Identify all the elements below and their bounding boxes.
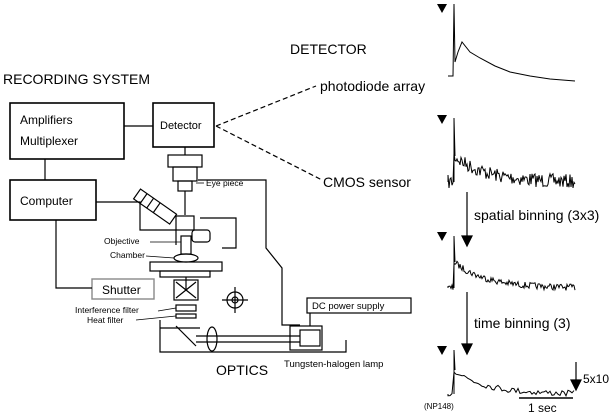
cmos-sensor-label: CMOS sensor xyxy=(323,174,411,190)
amplifiers-multiplexer-box xyxy=(9,102,125,160)
shutter-label: Shutter xyxy=(102,283,141,297)
stimulus-marker-4 xyxy=(437,346,447,355)
dc-power-supply-label: DC power supply xyxy=(312,301,385,312)
trace-spatial-binned xyxy=(447,260,576,292)
recording-system-heading: RECORDING SYSTEM xyxy=(3,71,150,87)
photodiode-array-label: photodiode array xyxy=(320,78,425,94)
amplitude-scale-label: 5x10-3 xyxy=(583,370,609,386)
optics-heading: OPTICS xyxy=(216,362,268,378)
trace3-spike xyxy=(453,235,456,288)
objective-label: Objective xyxy=(104,236,140,246)
chamber-label: Chamber xyxy=(110,250,145,260)
time-binning-label: time binning (3) xyxy=(474,315,571,331)
microscope xyxy=(132,147,347,353)
trace4-spike xyxy=(453,349,456,394)
time-scale-label: 1 sec xyxy=(528,401,557,415)
detector-heading: DETECTOR xyxy=(290,41,367,57)
computer-box xyxy=(9,179,97,221)
multiplexer-label: Multiplexer xyxy=(20,134,78,148)
stimulus-marker-2 xyxy=(437,115,447,124)
detector-label: Detector xyxy=(160,120,202,132)
interference-filter-label: Interference filter xyxy=(75,305,139,315)
dashed-link-photodiode xyxy=(215,85,317,127)
amplifiers-label: Amplifiers xyxy=(20,113,73,127)
trace2-spike xyxy=(453,117,456,182)
trace-photodiode xyxy=(448,3,576,82)
trace-time-binned xyxy=(447,370,575,398)
stimulus-marker-3 xyxy=(437,232,447,241)
lamp-label: Tungsten-halogen lamp xyxy=(284,359,383,370)
computer-label: Computer xyxy=(20,194,73,208)
dc-power-supply-box xyxy=(306,297,412,314)
trace-cmos xyxy=(447,153,576,188)
sample-id-label: (NP148) xyxy=(424,402,454,411)
spatial-binning-label: spatial binning (3x3) xyxy=(474,207,599,223)
stimulus-marker-1 xyxy=(437,4,447,13)
detector-box xyxy=(152,102,215,148)
shutter-box xyxy=(91,278,155,300)
dashed-link-cmos xyxy=(215,125,323,181)
heat-filter-label: Heat filter xyxy=(87,315,124,325)
eye-piece-label: Eye piece xyxy=(206,178,244,188)
